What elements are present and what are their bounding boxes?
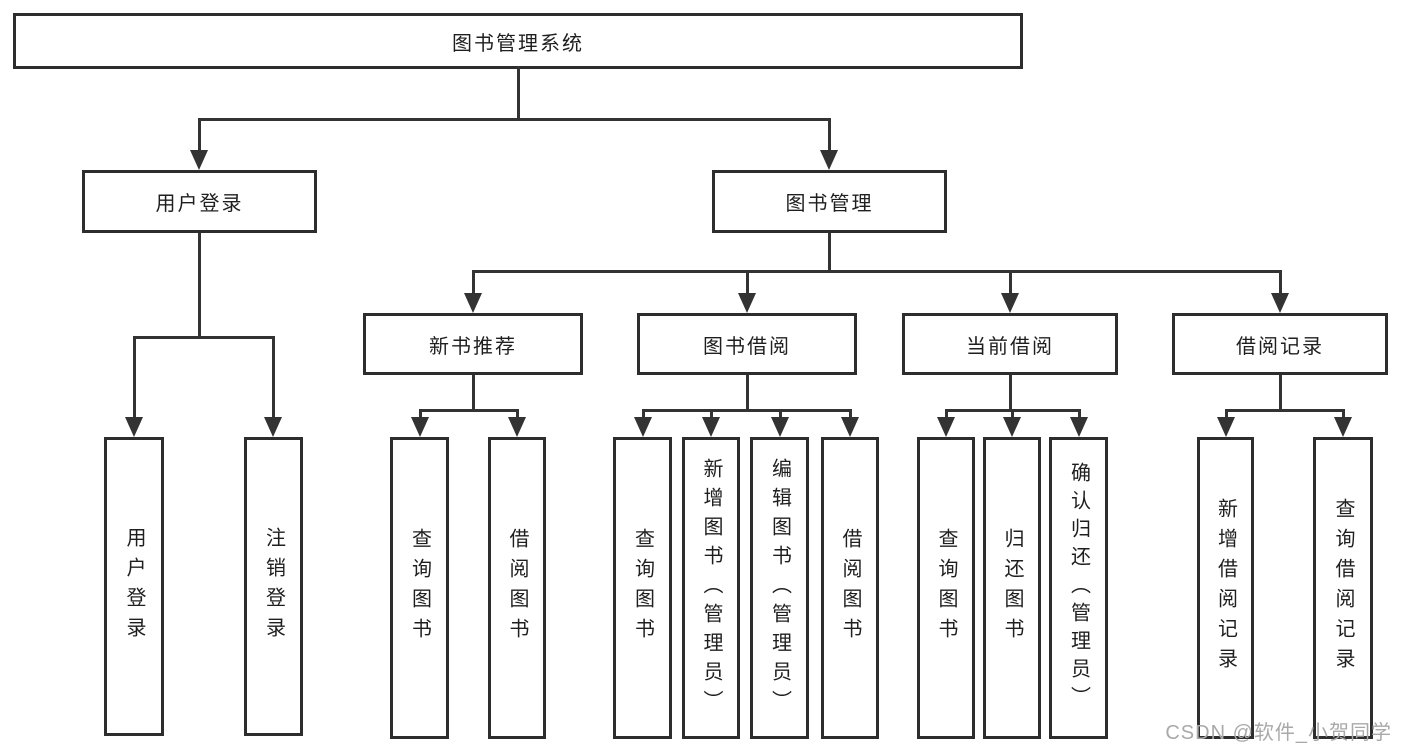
connector-br-drop-2 <box>1342 409 1345 419</box>
leaf-cb-return-books: 归还图书 <box>983 437 1041 739</box>
arrow-down-icon <box>464 293 482 313</box>
node-book-borrowing: 图书借阅 <box>637 313 857 375</box>
connector-user-login-drop-2 <box>272 336 275 419</box>
root-node-label: 图书管理系统 <box>452 32 584 55</box>
arrow-down-icon <box>702 417 720 437</box>
arrow-down-icon <box>1334 417 1352 437</box>
leaf-user-login-label: 用户登录 <box>123 526 145 647</box>
connector-nbr-rail <box>419 409 519 412</box>
connector-bb-drop-3 <box>779 409 782 419</box>
root-node-library-management-system: 图书管理系统 <box>13 13 1023 69</box>
arrow-down-icon <box>841 417 859 437</box>
arrow-down-icon <box>937 417 955 437</box>
arrow-down-icon <box>1001 293 1019 313</box>
leaf-cb-query-books-label: 查询图书 <box>935 528 957 648</box>
connector-nbr-drop-1 <box>419 409 422 419</box>
leaf-br-add-borrow-record: 新增借阅记录 <box>1197 437 1254 739</box>
leaf-nbr-borrow-books: 借阅图书 <box>488 437 546 739</box>
connector-cb-drop-3 <box>1078 409 1081 419</box>
node-new-book-recommendation: 新书推荐 <box>363 313 583 375</box>
connector-bb-drop-2 <box>710 409 713 419</box>
arrow-down-icon <box>508 417 526 437</box>
connector-book-mgmt-drop-2 <box>746 270 749 296</box>
connector-user-login-rail <box>133 336 275 339</box>
connector-bb-drop-4 <box>849 409 852 419</box>
leaf-bb-edit-books-admin: 编辑图书（管理员） <box>750 437 809 739</box>
connector-book-mgmt-drop-1 <box>472 270 475 296</box>
leaf-bb-add-books-admin-label: 新增图书（管理员） <box>700 457 722 719</box>
arrow-down-icon <box>1217 417 1235 437</box>
leaf-br-add-borrow-record-label: 新增借阅记录 <box>1214 498 1237 678</box>
connector-br-rail <box>1225 409 1345 412</box>
arrow-down-icon <box>264 417 282 437</box>
arrow-down-icon <box>771 417 789 437</box>
arrow-down-icon <box>1003 417 1021 437</box>
node-borrowing-records: 借阅记录 <box>1172 313 1388 375</box>
arrow-down-icon <box>125 417 143 437</box>
leaf-bb-edit-books-admin-label: 编辑图书（管理员） <box>768 457 791 719</box>
connector-br-stem <box>1279 375 1282 412</box>
leaf-nbr-query-books: 查询图书 <box>390 437 449 739</box>
connector-cb-stem <box>1009 375 1012 412</box>
leaf-br-query-borrow-record: 查询借阅记录 <box>1313 437 1373 739</box>
arrow-down-icon <box>1070 417 1088 437</box>
connector-root-stem <box>517 66 520 120</box>
leaf-user-login: 用户登录 <box>104 437 164 736</box>
leaf-logout: 注销登录 <box>244 437 303 736</box>
leaf-bb-query-books: 查询图书 <box>613 437 672 739</box>
leaf-bb-query-books-label: 查询图书 <box>631 528 654 648</box>
connector-nbr-stem <box>472 375 475 412</box>
arrow-down-icon <box>634 417 652 437</box>
node-current-borrowing: 当前借阅 <box>902 313 1118 375</box>
connector-cb-drop-1 <box>945 409 948 419</box>
connector-root-rail <box>198 118 831 121</box>
arrow-down-icon <box>190 150 208 170</box>
arrow-down-icon <box>1271 293 1289 313</box>
connector-br-drop-1 <box>1225 409 1228 419</box>
node-user-login: 用户登录 <box>82 170 317 233</box>
leaf-cb-query-books: 查询图书 <box>917 437 975 739</box>
leaf-br-query-borrow-record-label: 查询借阅记录 <box>1332 498 1354 678</box>
connector-root-drop-left <box>198 118 201 153</box>
node-user-login-label: 用户登录 <box>155 193 244 215</box>
connector-bb-drop-1 <box>642 409 645 419</box>
arrow-down-icon <box>738 293 756 313</box>
leaf-cb-confirm-return-admin: 确认归还（管理员） <box>1049 437 1108 739</box>
connector-book-mgmt-drop-3 <box>1009 270 1012 296</box>
connector-cb-drop-2 <box>1011 409 1014 419</box>
connector-bb-rail <box>642 409 852 412</box>
node-book-management: 图书管理 <box>712 170 947 233</box>
connector-nbr-drop-2 <box>516 409 519 419</box>
connector-book-mgmt-stem <box>828 233 831 273</box>
arrow-down-icon <box>411 417 429 437</box>
connector-book-mgmt-drop-4 <box>1279 270 1282 296</box>
node-book-management-label: 图书管理 <box>785 193 874 215</box>
leaf-bb-add-books-admin: 新增图书（管理员） <box>682 437 740 739</box>
node-book-borrowing-label: 图书借阅 <box>703 335 791 358</box>
leaf-logout-label: 注销登录 <box>262 526 285 647</box>
node-current-borrowing-label: 当前借阅 <box>966 335 1054 358</box>
leaf-cb-return-books-label: 归还图书 <box>1001 528 1023 648</box>
connector-user-login-stem <box>198 233 201 339</box>
csdn-watermark: CSDN @软件_小贺同学 <box>1165 722 1392 744</box>
connector-book-mgmt-rail <box>472 270 1282 273</box>
node-borrowing-records-label: 借阅记录 <box>1236 335 1324 358</box>
connector-bb-stem <box>746 375 749 412</box>
node-new-book-recommendation-label: 新书推荐 <box>429 335 517 358</box>
leaf-nbr-borrow-books-label: 借阅图书 <box>506 528 528 648</box>
arrow-down-icon <box>820 150 838 170</box>
leaf-bb-borrow-books-label: 借阅图书 <box>839 528 861 648</box>
leaf-nbr-query-books-label: 查询图书 <box>408 528 431 648</box>
leaf-bb-borrow-books: 借阅图书 <box>821 437 879 739</box>
leaf-cb-confirm-return-admin-label: 确认归还（管理员） <box>1067 462 1090 714</box>
connector-user-login-drop-1 <box>133 336 136 419</box>
connector-root-drop-right <box>828 118 831 153</box>
